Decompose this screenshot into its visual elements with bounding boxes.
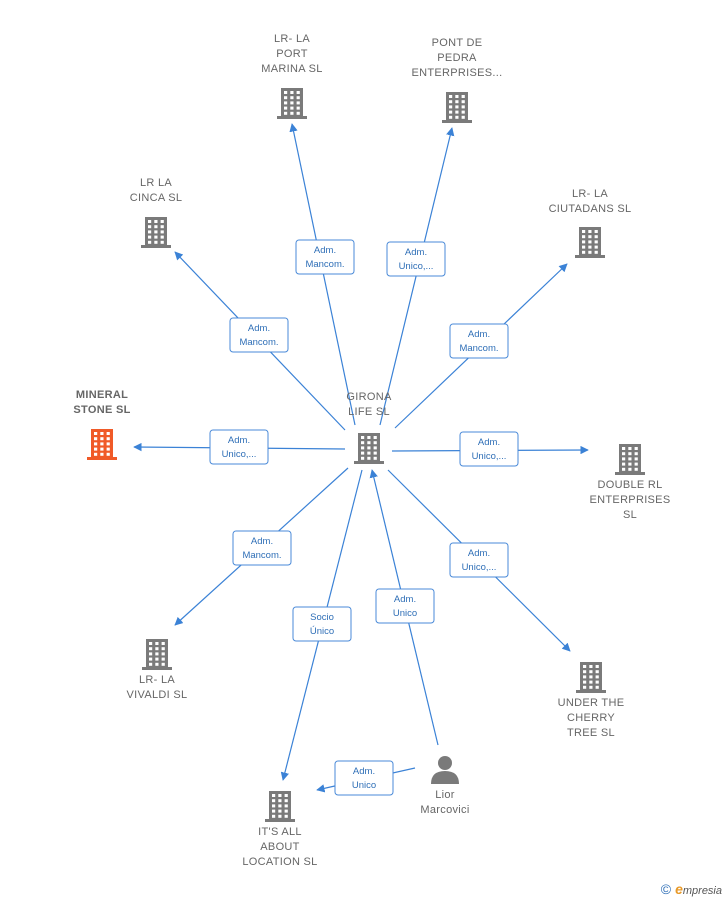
edge-label-text: Mancom. [305, 259, 344, 270]
edge-girona-port_marina: Adm. Mancom. [289, 123, 356, 426]
node-label: LR- LA [139, 674, 175, 686]
building-icon [575, 227, 605, 258]
edge-label-box[interactable] [449, 323, 509, 359]
edge-label-box[interactable] [232, 530, 292, 566]
edge-label-text: Mancom. [459, 343, 498, 354]
edge-label-box[interactable] [209, 429, 269, 465]
node-label: GIRONA [346, 391, 392, 403]
edge-label-text: Unico,... [222, 449, 257, 460]
edge-label-box[interactable] [449, 542, 509, 578]
edge-label-text: Adm. [478, 437, 500, 448]
node-location[interactable]: IT'S ALL ABOUT LOCATION SL [242, 791, 317, 868]
edge-girona-mineral_stone: Adm. Unico,... [133, 429, 346, 465]
edge-lior-girona: Adm. Unico [369, 469, 439, 746]
node-label: ENTERPRISES... [412, 67, 503, 79]
edge-label-box[interactable] [459, 431, 519, 467]
node-label: CINCA SL [130, 192, 183, 204]
edge-label-text: Mancom. [242, 550, 281, 561]
node-label: IT'S ALL [258, 826, 302, 838]
edge-label-box[interactable] [229, 317, 289, 353]
node-label: PORT [276, 48, 308, 60]
edge-lior-location: Adm. Unico [316, 760, 416, 796]
edge-label-box[interactable] [334, 760, 394, 796]
edge-girona-pont_pedra: Adm. Unico,... [379, 127, 455, 426]
node-label: PEDRA [437, 52, 477, 64]
person-icon [431, 756, 459, 784]
building-icon [141, 217, 171, 248]
edge-label-text: Adm. [228, 435, 250, 446]
building-icon [265, 791, 295, 822]
node-label: ENTERPRISES [590, 494, 671, 506]
building-icon [87, 429, 117, 460]
edge-label-text: Adm. [248, 323, 270, 334]
node-label: ABOUT [260, 841, 299, 853]
edge-label-text: Adm. [405, 247, 427, 258]
brand-logo: empresia [675, 881, 722, 897]
edge-label-text: Unico,... [462, 562, 497, 573]
node-port-marina[interactable]: LR- LA PORT MARINA SL [261, 33, 322, 119]
edge-label-box[interactable] [292, 606, 352, 642]
node-label: Marcovici [420, 804, 469, 816]
edge-girona-vivaldi: Adm. Mancom. [174, 467, 349, 626]
edge-label-box[interactable] [386, 241, 446, 277]
node-label: VIVALDI SL [127, 689, 188, 701]
node-label: Lior [435, 789, 455, 801]
edge-label-text: Mancom. [239, 337, 278, 348]
building-icon [576, 662, 606, 693]
node-la-cinca[interactable]: LR LA CINCA SL [130, 177, 183, 248]
node-label: PONT DE [432, 37, 483, 49]
copyright-icon: © [660, 881, 672, 897]
node-label: MINERAL [76, 389, 128, 401]
edge-label-text: Unico,... [399, 261, 434, 272]
node-pont-pedra[interactable]: PONT DE PEDRA ENTERPRISES... [412, 37, 503, 123]
edge-label-text: Adm. [394, 594, 416, 605]
node-double-rl[interactable]: DOUBLE RL ENTERPRISES SL [590, 444, 671, 521]
edge-label-text: Adm. [353, 766, 375, 777]
edge-label-text: Único [310, 626, 334, 637]
node-ciutadans[interactable]: LR- LA CIUTADANS SL [549, 188, 632, 258]
node-label: CHERRY [567, 712, 615, 724]
node-vivaldi[interactable]: LR- LA VIVALDI SL [127, 639, 188, 701]
node-label: LIFE SL [348, 406, 390, 418]
edge-label-text: Unico,... [472, 451, 507, 462]
edge-girona-double_rl: Adm. Unico,... [391, 431, 589, 467]
node-label: LR- LA [572, 188, 608, 200]
edge-label-text: Unico [393, 608, 417, 619]
node-girona[interactable]: GIRONA LIFE SL [346, 391, 392, 464]
building-icon [615, 444, 645, 475]
edge-label-text: Unico [352, 780, 376, 791]
building-icon [142, 639, 172, 670]
edge-label-text: Adm. [468, 548, 490, 559]
edge-label-text: Adm. [251, 536, 273, 547]
edge-label-box[interactable] [295, 239, 355, 275]
node-mineral-stone[interactable]: MINERAL STONE SL [73, 389, 130, 460]
node-label: STONE SL [73, 404, 130, 416]
node-label: LOCATION SL [242, 856, 317, 868]
edge-girona-ciutadans: Adm. Mancom. [394, 263, 568, 429]
node-label: MARINA SL [261, 63, 322, 75]
node-label: TREE SL [567, 727, 615, 739]
node-label: UNDER THE [558, 697, 625, 709]
building-icon [277, 88, 307, 119]
edge-label-box[interactable] [375, 588, 435, 624]
edge-label-text: Adm. [314, 245, 336, 256]
edge-girona-cherry_tree: Adm. Unico,... [387, 469, 571, 652]
building-icon [354, 433, 384, 464]
edge-label-text: Adm. [468, 329, 490, 340]
node-label: SL [623, 509, 637, 521]
edge-girona-la_cinca: Adm. Mancom. [174, 251, 346, 431]
edge-label-text: Socio [310, 612, 334, 623]
node-label: CIUTADANS SL [549, 203, 632, 215]
footer-branding: © empresia [661, 881, 722, 897]
building-icon [442, 92, 472, 123]
node-cherry-tree[interactable]: UNDER THE CHERRY TREE SL [558, 662, 625, 739]
node-label: DOUBLE RL [597, 479, 662, 491]
node-label: LR LA [140, 177, 172, 189]
node-label: LR- LA [274, 33, 310, 45]
